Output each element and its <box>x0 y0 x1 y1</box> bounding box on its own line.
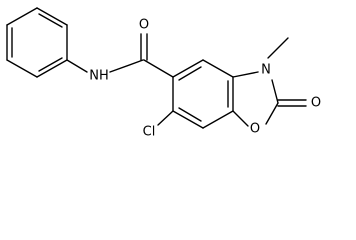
molecule-drawing: O NH N O O Cl <box>6 7 321 140</box>
fused-benzene-ring <box>172 59 234 129</box>
amide-nh-label: NH <box>89 69 109 84</box>
chlorine-label: Cl <box>143 125 156 140</box>
bond-phenyl-nh <box>66 59 88 73</box>
amide-carbonyl-bond <box>140 33 148 61</box>
structure-diagram: O NH N O O Cl <box>6 7 321 140</box>
ring-oxygen-label: O <box>250 122 260 137</box>
amide-oxygen-label: O <box>139 18 149 33</box>
bond-ring-cl <box>157 110 174 126</box>
ring-nitrogen-label: N <box>261 63 271 78</box>
carbonyl-oxygen-label: O <box>311 96 321 111</box>
oxazolone-ring <box>232 71 279 127</box>
phenyl-ring <box>6 7 68 78</box>
bond-carbonyl-ring <box>143 59 174 78</box>
bond-n-methyl <box>267 37 289 59</box>
bond-nh-carbonyl <box>109 59 144 73</box>
oxazolone-carbonyl-bond <box>277 99 307 107</box>
